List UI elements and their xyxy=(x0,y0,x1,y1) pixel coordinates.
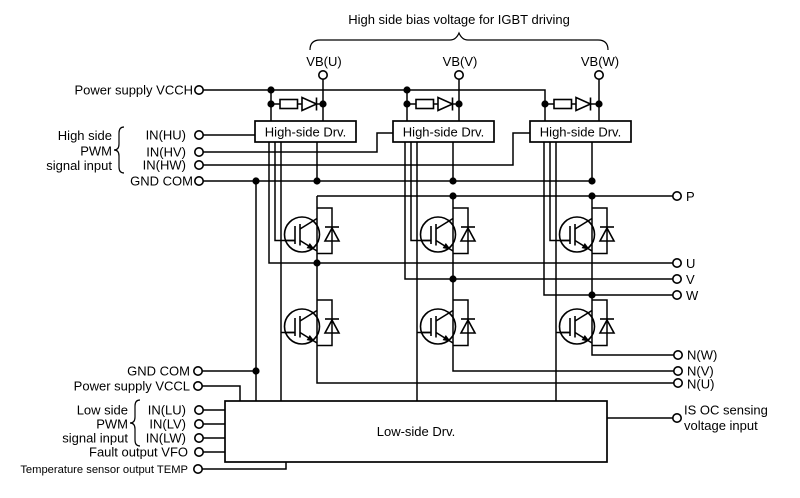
label-n-v: N(V) xyxy=(687,364,714,379)
high-side-driver-w-block xyxy=(529,120,632,143)
terminal-in-hu xyxy=(194,130,205,141)
high-side-driver-w-label: High-side Drv. xyxy=(540,125,621,140)
terminal-vb-u xyxy=(317,70,328,81)
terminal-temp xyxy=(193,463,204,474)
label-high-side: High side xyxy=(58,128,112,143)
terminal-n-w xyxy=(672,349,683,360)
terminal-label-vb-w: VB(W) xyxy=(581,54,619,69)
terminal-u xyxy=(671,257,682,268)
diagram-title: High side bias voltage for IGBT driving xyxy=(348,12,570,27)
label-vfo: Fault output VFO xyxy=(89,445,188,460)
igbt-high-v xyxy=(419,207,476,255)
overbrace xyxy=(309,31,609,51)
label-in-lv: IN(LV) xyxy=(149,417,186,432)
label-gnd-com-bottom: GND COM xyxy=(127,364,190,379)
label-u: U xyxy=(686,256,695,271)
label-v: V xyxy=(686,272,695,287)
high-group-brace xyxy=(113,126,125,174)
igbt-low-w xyxy=(558,299,615,347)
vcch-rail xyxy=(203,89,546,121)
terminal-gnd-com-top xyxy=(194,176,205,187)
label-low-signal-input: signal input xyxy=(62,431,128,446)
label-n-u: N(U) xyxy=(687,377,714,392)
terminal-v xyxy=(671,273,682,284)
igbt-high-u xyxy=(283,207,340,255)
terminal-label-vb-u: VB(U) xyxy=(306,54,341,69)
label-in-hw: IN(HW) xyxy=(143,158,186,173)
high-side-driver-v-block xyxy=(392,120,495,143)
label-p: P xyxy=(686,189,695,204)
high-side-driver-u-block xyxy=(254,120,357,143)
terminal-in-lw xyxy=(194,432,205,443)
terminal-in-lu xyxy=(194,404,205,415)
igbt-low-u xyxy=(283,299,340,347)
label-in-lu: IN(LU) xyxy=(148,403,186,418)
label-w: W xyxy=(686,288,699,303)
low-group-brace xyxy=(129,399,141,447)
label-high-signal-input: signal input xyxy=(46,158,112,173)
label-in-hv: IN(HV) xyxy=(146,145,186,160)
label-n-w: N(W) xyxy=(687,348,717,363)
low-side-wires xyxy=(202,181,673,470)
label-is-line1: IS OC sensing xyxy=(684,403,768,418)
terminal-n-u xyxy=(672,377,683,388)
label-in-lw: IN(LW) xyxy=(146,431,186,446)
terminal-w xyxy=(671,289,682,300)
high-side-driver-u-label: High-side Drv. xyxy=(265,125,346,140)
label-vcch: Power supply VCCH xyxy=(75,83,194,98)
label-is-line2: voltage input xyxy=(684,418,758,433)
terminal-in-lv xyxy=(194,418,205,429)
junction-dots xyxy=(252,86,603,375)
terminal-vfo xyxy=(194,446,205,457)
label-vccl: Power supply VCCL xyxy=(74,379,190,394)
igbt-low-v xyxy=(419,299,476,347)
low-side-driver-block xyxy=(224,400,608,463)
terminal-in-hw xyxy=(194,160,205,171)
label-low-pwm: PWM xyxy=(96,417,128,432)
terminal-vb-v xyxy=(453,70,464,81)
power-rails xyxy=(316,195,674,384)
low-side-driver-label: Low-side Drv. xyxy=(377,424,456,439)
terminal-vb-w xyxy=(593,70,604,81)
label-low-side: Low side xyxy=(77,403,128,418)
label-in-hu: IN(HU) xyxy=(146,128,186,143)
terminal-in-hv xyxy=(194,147,205,158)
label-high-pwm: PWM xyxy=(80,144,112,159)
label-gnd-com-top: GND COM xyxy=(130,174,193,189)
terminal-label-vb-v: VB(V) xyxy=(443,54,478,69)
terminal-p xyxy=(671,191,682,202)
terminal-vcch xyxy=(194,85,205,96)
high-side-driver-v-label: High-side Drv. xyxy=(403,125,484,140)
terminals xyxy=(193,70,683,474)
terminal-vccl xyxy=(193,380,204,391)
terminal-n-v xyxy=(672,365,683,376)
bootstrap-networks xyxy=(270,79,600,121)
label-temp: Temperature sensor output TEMP xyxy=(20,464,188,476)
igbt-high-w xyxy=(558,207,615,255)
input-signal-wires xyxy=(203,132,592,182)
terminal-gnd-com-bottom xyxy=(193,365,204,376)
terminal-is xyxy=(671,412,682,423)
